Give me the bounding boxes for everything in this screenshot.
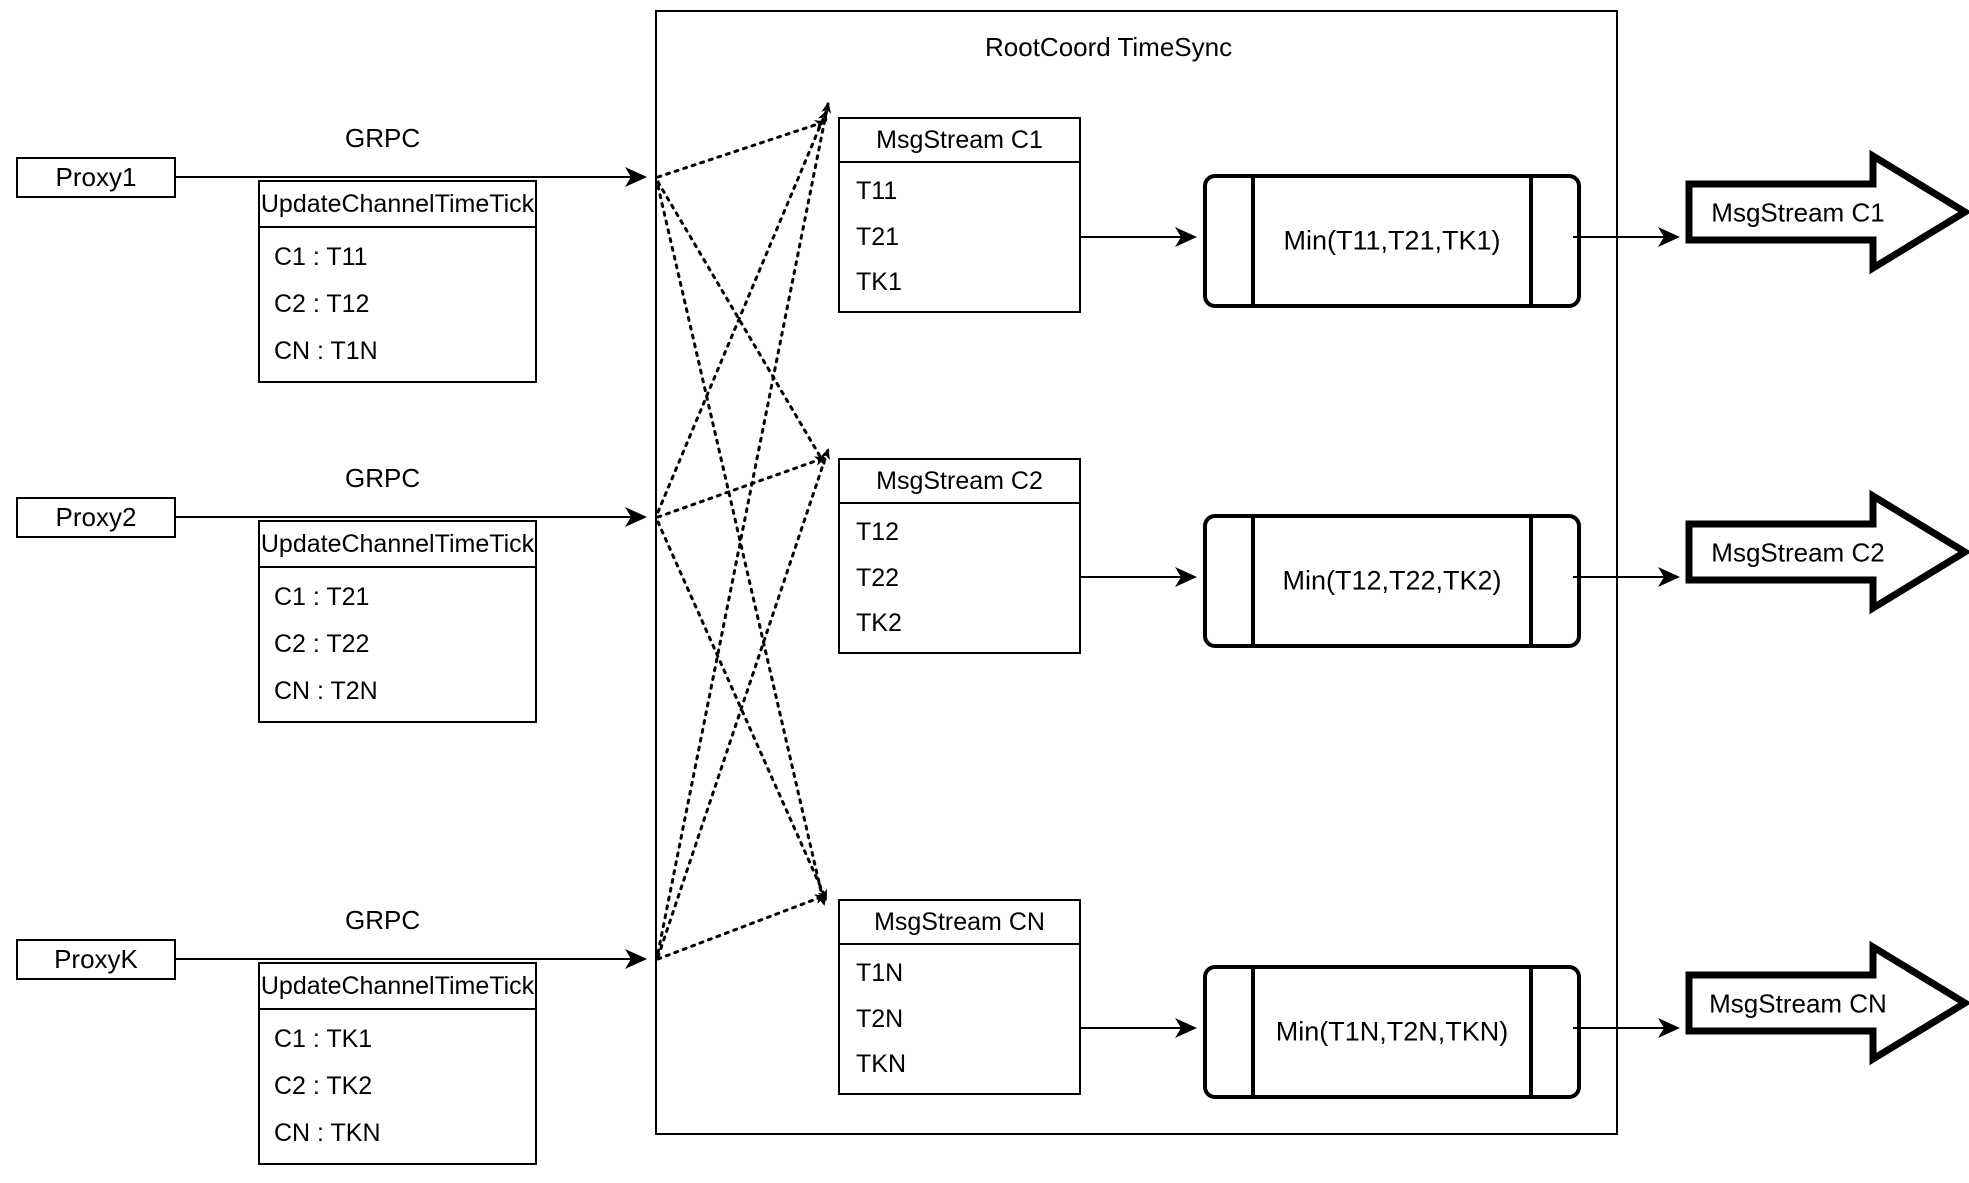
- table-row: T1N: [856, 959, 904, 988]
- process-label: Min(T1N,T2N,TKN): [1275, 1016, 1509, 1047]
- table-body: C1 : T11 C2 : T12 CN : T1N: [260, 228, 535, 381]
- table-row: C1 : T21: [274, 583, 370, 612]
- output-label: MsgStream CN: [1709, 988, 1887, 1018]
- msgstream-table-3: MsgStream CN T1N T2N TKN: [838, 899, 1081, 1095]
- table-row: TKN: [856, 1049, 906, 1078]
- table-header: UpdateChannelTimeTick: [260, 522, 535, 568]
- table-row: TK2: [856, 608, 902, 637]
- table-row: C2 : T22: [274, 630, 370, 659]
- output-label: MsgStream C2: [1711, 537, 1885, 567]
- table-row: CN : T2N: [274, 677, 378, 706]
- proxy-label: Proxy2: [55, 502, 137, 532]
- table-row: CN : T1N: [274, 337, 378, 366]
- table-row: T22: [856, 563, 900, 592]
- table-body: C1 : TK1 C2 : TK2 CN : TKN: [260, 1010, 535, 1163]
- table-row: T12: [856, 518, 900, 547]
- table-row: C1 : TK1: [274, 1025, 373, 1054]
- table-body: C1 : T21 C2 : T22 CN : T2N: [260, 568, 535, 721]
- proxy-label: ProxyK: [54, 944, 138, 974]
- proxy-box-2[interactable]: Proxy2: [16, 497, 176, 538]
- msgstream-table-1: MsgStream C1 T11 T21 TK1: [838, 117, 1081, 313]
- process-left-rule: [1251, 178, 1255, 304]
- table-header: MsgStream C1: [840, 119, 1079, 163]
- table-row: T21: [856, 222, 900, 251]
- table-row: C2 : T12: [274, 290, 370, 319]
- process-right-rule: [1529, 178, 1533, 304]
- table-row: TK1: [856, 267, 902, 296]
- table-body: T1N T2N TKN: [840, 945, 1079, 1093]
- table-body: T11 T21 TK1: [840, 163, 1079, 311]
- output-block-arrow-1: MsgStream C1: [1685, 149, 1969, 275]
- proxy-box-3[interactable]: ProxyK: [16, 939, 176, 980]
- update-channel-timetick-table-2: UpdateChannelTimeTick C1 : T21 C2 : T22 …: [258, 520, 537, 723]
- table-row: T11: [856, 177, 898, 206]
- table-row: T2N: [856, 1004, 904, 1033]
- output-block-arrow-2: MsgStream C2: [1685, 489, 1969, 615]
- proxy-label: Proxy1: [55, 162, 137, 192]
- table-header: MsgStream CN: [840, 901, 1079, 945]
- min-process-box-2: Min(T12,T22,TK2): [1203, 514, 1581, 648]
- table-header: UpdateChannelTimeTick: [260, 182, 535, 228]
- process-right-rule: [1529, 969, 1533, 1095]
- table-body: T12 T22 TK2: [840, 504, 1079, 652]
- table-row: CN : TKN: [274, 1119, 381, 1148]
- min-process-box-3: Min(T1N,T2N,TKN): [1203, 965, 1581, 1099]
- block-arrow-shape: [1685, 489, 1969, 615]
- table-row: C2 : TK2: [274, 1072, 373, 1101]
- update-channel-timetick-table-3: UpdateChannelTimeTick C1 : TK1 C2 : TK2 …: [258, 962, 537, 1165]
- process-right-rule: [1529, 518, 1533, 644]
- rootcoord-timesync-container: [655, 10, 1618, 1135]
- process-label: Min(T12,T22,TK2): [1282, 565, 1502, 596]
- block-arrow-shape: [1685, 149, 1969, 275]
- grpc-label-3: GRPC: [345, 905, 421, 935]
- output-label: MsgStream C1: [1711, 197, 1885, 227]
- grpc-label-2: GRPC: [345, 463, 421, 493]
- rootcoord-timesync-title: RootCoord TimeSync: [985, 32, 1233, 62]
- min-process-box-1: Min(T11,T21,TK1): [1203, 174, 1581, 308]
- msgstream-table-2: MsgStream C2 T12 T22 TK2: [838, 458, 1081, 654]
- process-left-rule: [1251, 518, 1255, 644]
- table-header: UpdateChannelTimeTick: [260, 964, 535, 1010]
- table-row: C1 : T11: [274, 243, 368, 272]
- process-label: Min(T11,T21,TK1): [1283, 225, 1501, 256]
- proxy-box-1[interactable]: Proxy1: [16, 157, 176, 198]
- update-channel-timetick-table-1: UpdateChannelTimeTick C1 : T11 C2 : T12 …: [258, 180, 537, 383]
- process-left-rule: [1251, 969, 1255, 1095]
- output-block-arrow-3: MsgStream CN: [1685, 940, 1969, 1066]
- table-header: MsgStream C2: [840, 460, 1079, 504]
- grpc-label-1: GRPC: [345, 123, 421, 153]
- block-arrow-shape: [1685, 940, 1969, 1066]
